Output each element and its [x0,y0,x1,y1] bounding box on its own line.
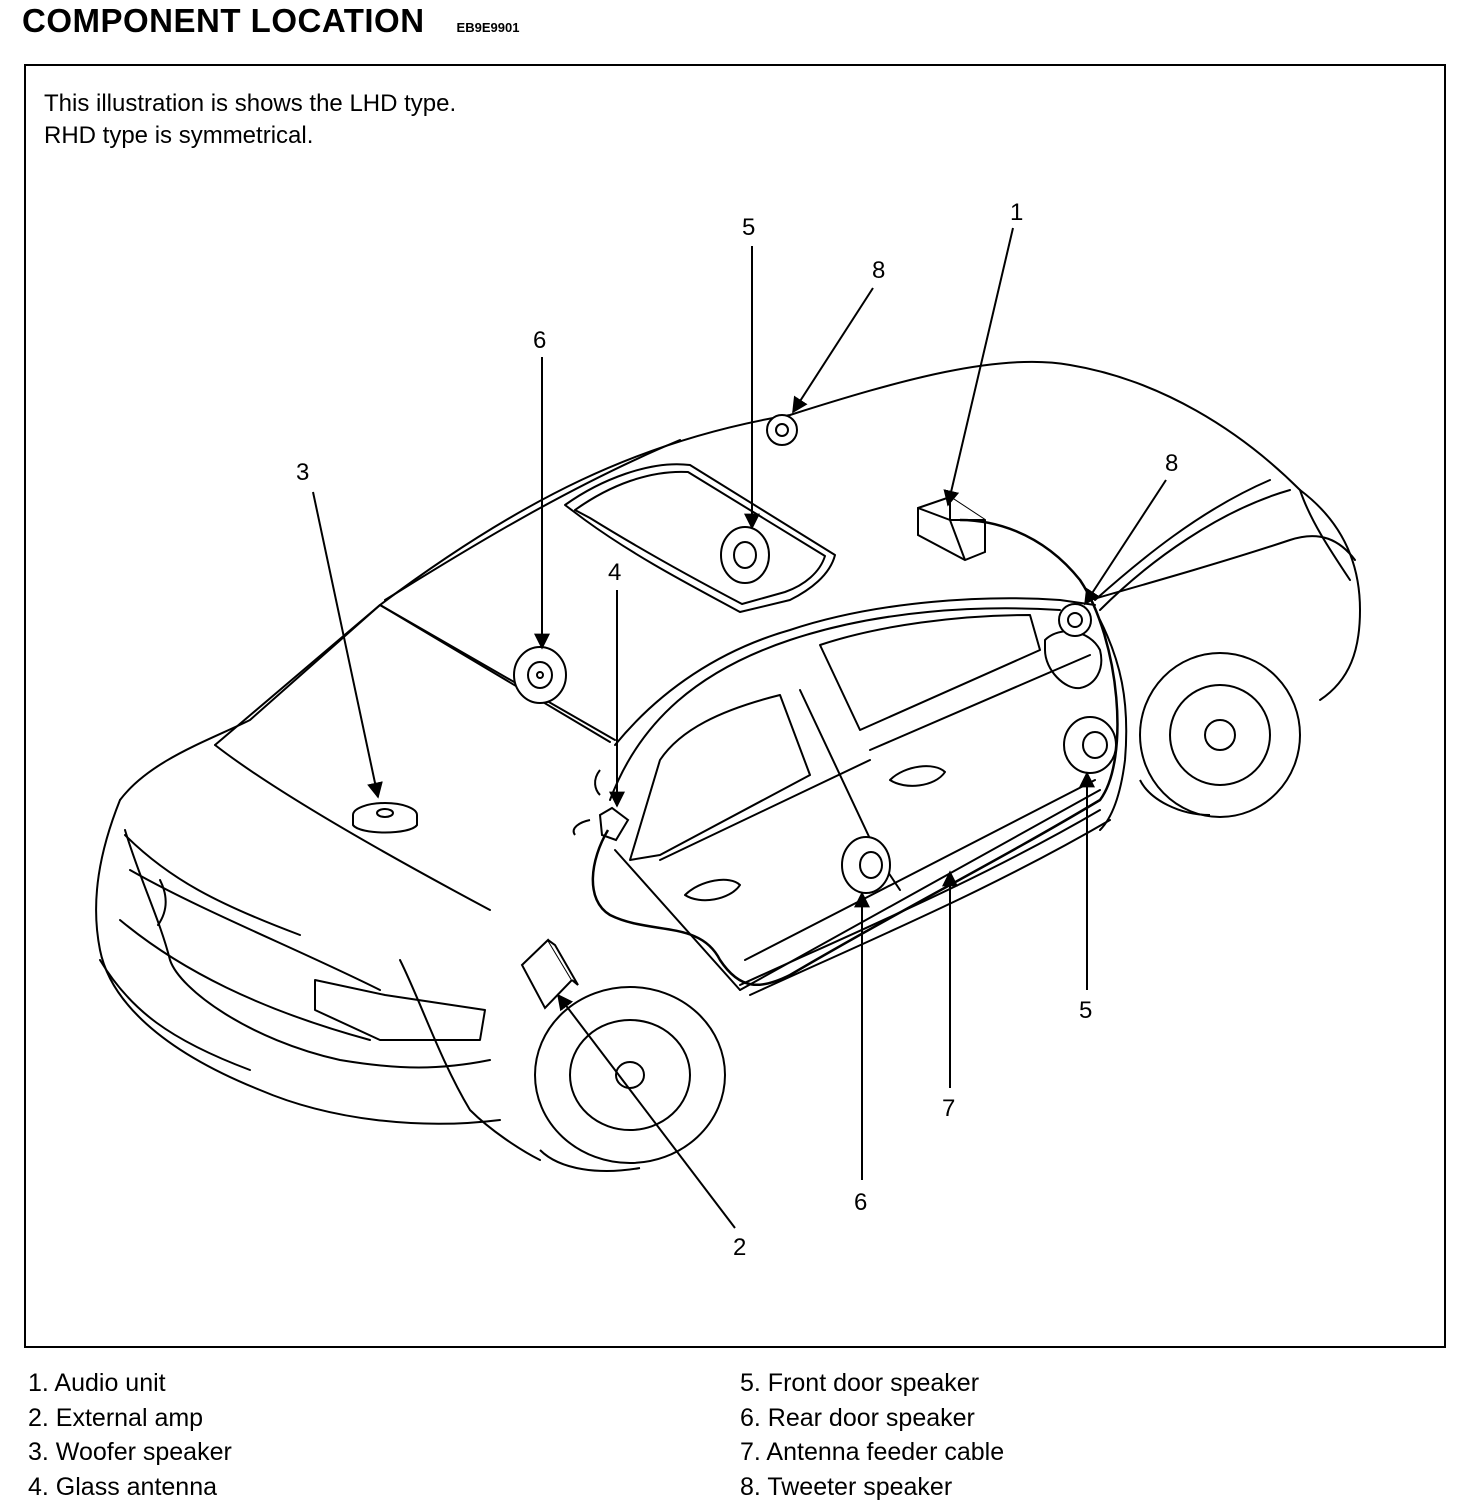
tweeter-speaker-right [1058,603,1092,637]
callout-8-right: 8 [1165,450,1178,477]
callout-8-top: 8 [872,257,885,284]
legend-item-front-door-speaker: 5. Front door speaker [740,1369,980,1397]
callout-5-right: 5 [1079,997,1092,1024]
legend-item-audio-unit: 1. Audio unit [28,1369,166,1397]
callout-leaders [312,227,1167,1229]
legend-item-external-amp: 2. External amp [28,1403,204,1432]
rear-door-speaker-lower [841,836,891,894]
callout-1: 1 [1010,199,1023,226]
callout-6-bottom: 6 [854,1189,867,1216]
document-code: EB9E9901 [456,20,520,35]
woofer-speaker [352,802,418,834]
note-line-1: This illustration is shows the LHD type. [44,90,457,117]
legend-item-tweeter-speaker: 8. Tweeter speaker [740,1472,953,1501]
tweeter-speaker-upper [766,414,798,446]
callout-7: 7 [942,1095,955,1122]
legend-right-column: 5. Front door speaker 6. Rear door speak… [740,1366,1004,1504]
callout-4: 4 [608,559,621,586]
illustration-note: This illustration is shows the LHD type.… [44,88,456,152]
front-wheel [534,986,726,1172]
page-header: COMPONENT LOCATION EB9E9901 [22,2,519,40]
page-title: COMPONENT LOCATION [22,2,425,39]
leader-2 [557,993,736,1229]
callout-3: 3 [296,459,309,486]
legend-item-woofer-speaker: 3. Woofer speaker [28,1438,232,1466]
leader-8-right [1084,479,1167,606]
legend-item-glass-antenna: 4. Glass antenna [28,1472,218,1501]
legend-item-antenna-feeder-cable: 7. Antenna feeder cable [740,1438,1005,1466]
leader-1 [943,227,1014,507]
rear-door-speaker-upper [513,646,567,704]
callout-2: 2 [733,1234,746,1261]
antenna-feeder-cable [591,518,1119,987]
front-door-speaker-upper [720,526,770,584]
external-amp [520,938,579,1010]
leader-8-top [792,287,874,414]
audio-unit [917,495,986,562]
car-component-diagram: 1 2 3 4 5 5 6 6 7 8 8 [95,199,1361,1261]
illustration-frame [24,64,1446,1348]
car-body [95,360,1361,1161]
callout-5-top: 5 [742,214,755,241]
legend-item-rear-door-speaker: 6. Rear door speaker [740,1403,975,1432]
note-line-2: RHD type is symmetrical. [44,122,314,149]
callout-6-top: 6 [533,327,546,354]
front-door-speaker-right [1063,716,1117,774]
leader-3 [312,491,383,799]
callout-labels: 1 2 3 4 5 5 6 6 7 8 8 [296,199,1178,1261]
legend-left-column: 1. Audio unit 2. External amp 3. Woofer … [28,1366,232,1504]
rear-wheel [1139,652,1301,818]
glass-antenna-connector [572,769,630,842]
